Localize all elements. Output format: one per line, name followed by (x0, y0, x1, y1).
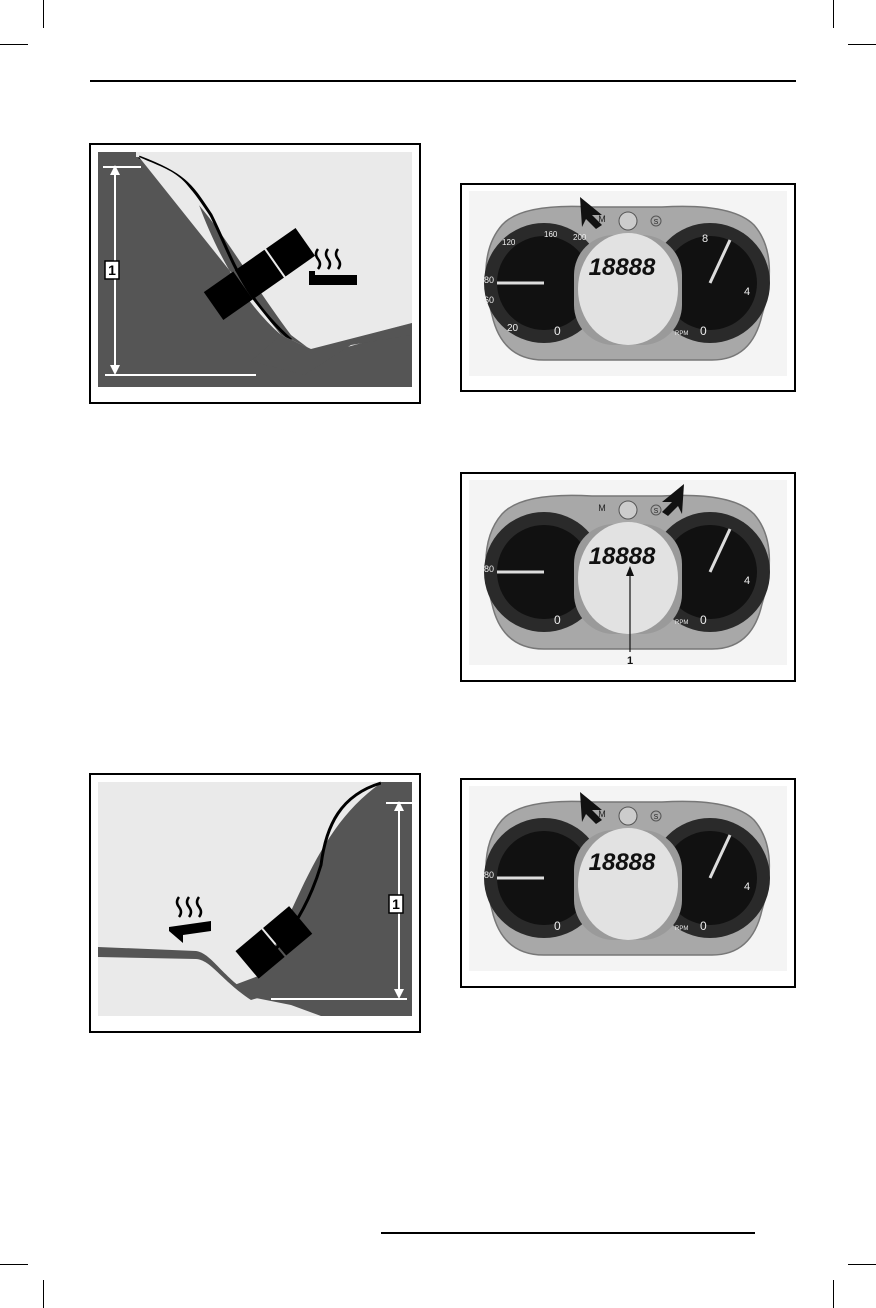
speed-tick: 0 (554, 324, 561, 338)
figure-gauge-cluster-m: M S 18888 20 0 60 80 120 160 200 0 4 8 R… (460, 183, 796, 392)
rpm-tick: 0 (700, 919, 707, 933)
speed-tick: 200 (573, 233, 587, 242)
crop-mark (43, 1280, 44, 1308)
callout-number: 1 (108, 262, 116, 278)
rpm-tick: 0 (700, 324, 707, 338)
footer-rule (381, 1232, 755, 1234)
figure-gauge-cluster-m-2: M S 18888 0 80 0 4 RPM (460, 778, 796, 988)
lcd-display: 18888 (589, 543, 656, 570)
lcd-display: 18888 (589, 254, 656, 281)
pointer-arrow (580, 197, 602, 229)
gauge-cluster: M S 18888 20 0 60 80 120 160 200 0 4 8 R… (469, 191, 787, 376)
rpm-tick: 4 (744, 575, 750, 587)
speed-tick: 20 (507, 323, 519, 334)
gauge-cluster: M S 18888 0 80 0 4 RPM 1 (469, 480, 787, 667)
lcd-display: 18888 (589, 849, 656, 876)
speed-tick: 80 (484, 870, 494, 880)
mode-s-indicator: S (654, 814, 659, 821)
mode-s-indicator: S (654, 219, 659, 226)
mode-s-indicator: S (654, 508, 659, 515)
speed-tick: 80 (484, 275, 494, 285)
rpm-label: RPM (675, 926, 688, 932)
rpm-tick: 8 (702, 233, 708, 245)
rpm-label: RPM (675, 331, 688, 337)
figure-heat-trim-down: 1 (89, 773, 421, 1033)
figure-gauge-cluster-s: M S 18888 0 80 0 4 RPM 1 (460, 472, 796, 682)
rpm-tick: 4 (744, 286, 750, 298)
rpm-tick: 0 (700, 613, 707, 627)
mode-m-indicator: M (598, 503, 606, 513)
header-rule (90, 80, 796, 82)
callout-number: 1 (627, 655, 633, 667)
crop-mark (43, 0, 44, 28)
crop-mark (833, 1280, 834, 1308)
speed-tick: 0 (554, 613, 561, 627)
crop-mark (0, 1264, 28, 1265)
speed-tick: 0 (554, 919, 561, 933)
rpm-tick: 4 (744, 881, 750, 893)
mode-m-indicator: M (598, 214, 606, 224)
mode-m-indicator: M (598, 809, 606, 819)
rpm-label: RPM (675, 620, 688, 626)
gauge-cluster: M S 18888 0 80 0 4 RPM (469, 786, 787, 971)
figure-heat-trim-up: 1 (89, 143, 421, 404)
crop-mark (833, 0, 834, 28)
speed-tick: 80 (484, 564, 494, 574)
callout-number: 1 (392, 896, 400, 912)
pointer-arrow (662, 484, 684, 516)
speed-tick: 160 (544, 230, 558, 239)
crop-mark (0, 44, 28, 45)
pointer-arrow (580, 792, 602, 824)
speed-tick: 120 (502, 238, 516, 247)
speed-tick: 60 (484, 295, 494, 305)
crop-mark (848, 1264, 876, 1265)
heated-seat-icon (169, 896, 211, 943)
crop-mark (848, 44, 876, 45)
heated-seat-icon (309, 248, 357, 285)
